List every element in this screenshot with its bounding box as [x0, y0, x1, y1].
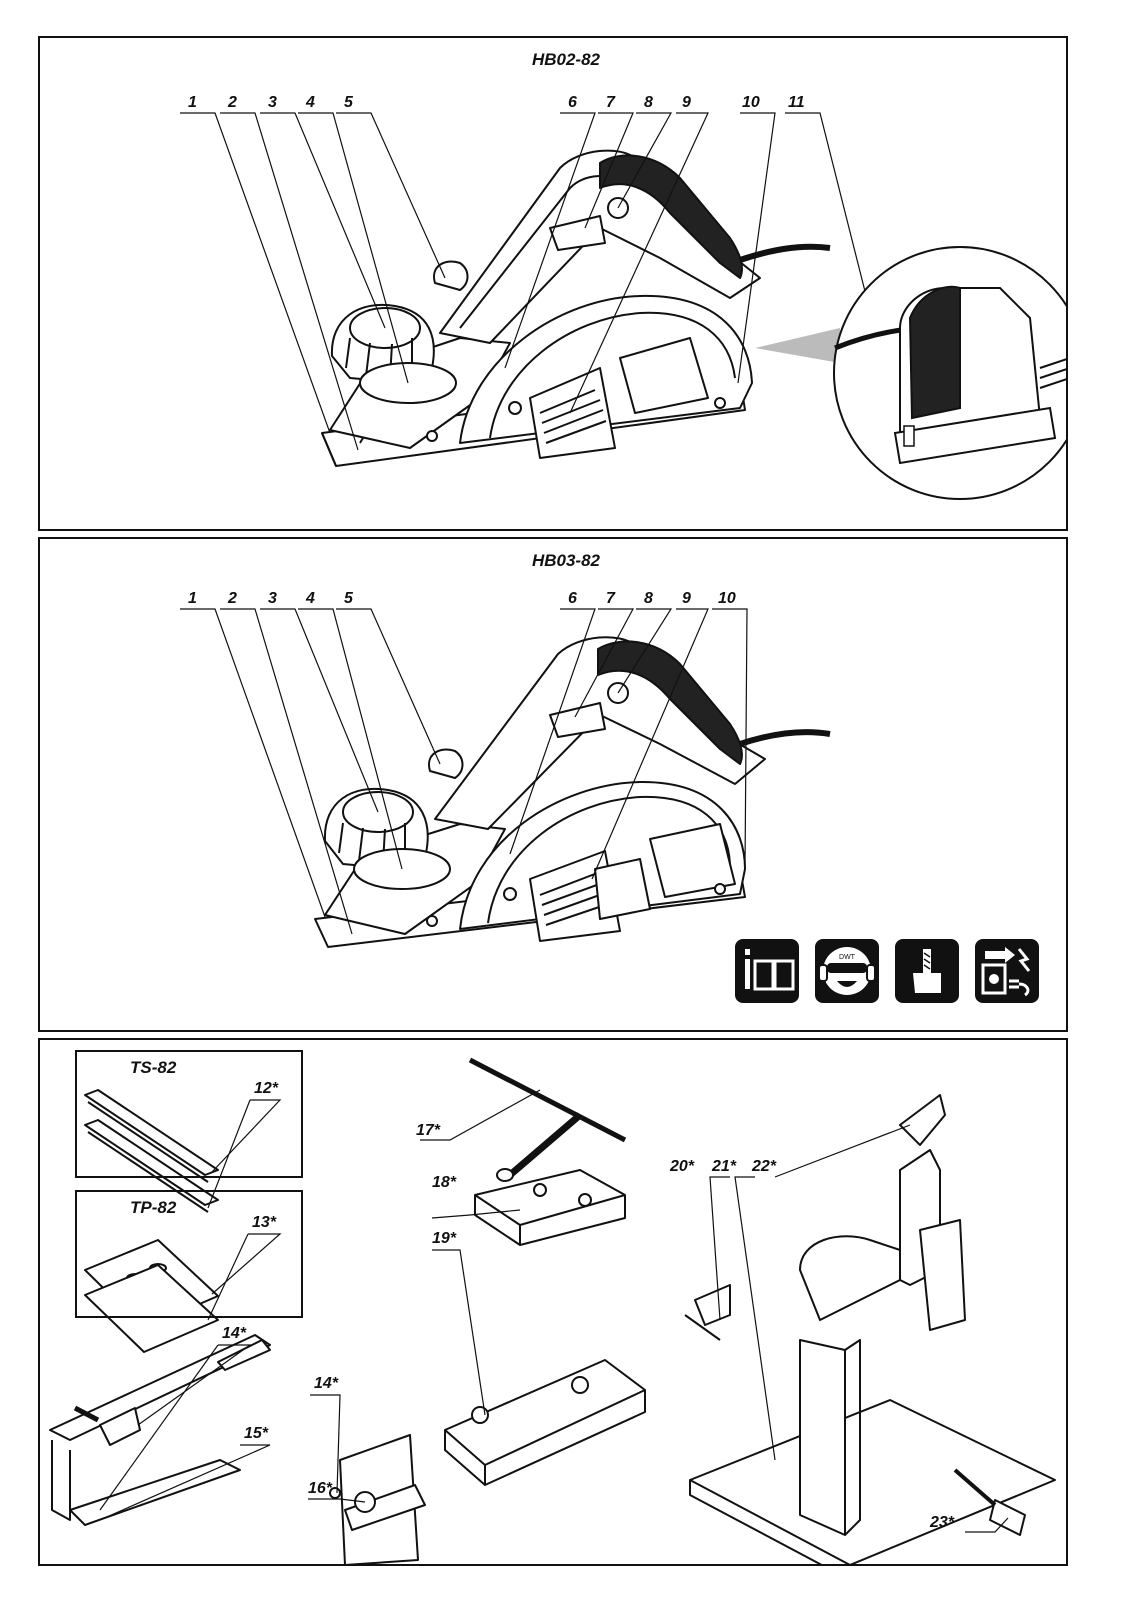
callout-1: 1: [188, 94, 197, 111]
panel-hb03-82: HB03-82 1 2 3 4 5 6 7 8 9 10 DWT: [38, 537, 1068, 1032]
callout-23: 23*: [930, 1514, 955, 1531]
callout-1: 1: [188, 590, 197, 607]
callout-2: 2: [228, 590, 237, 607]
accessories-drawing: [49, 1057, 1056, 1564]
box-tp-82: [75, 1190, 303, 1318]
callout-15: 15*: [244, 1425, 269, 1442]
callout-13: 13*: [252, 1214, 277, 1231]
callout-4: 4: [306, 94, 315, 111]
callout-5: 5: [344, 94, 353, 111]
planer-hb02-82-drawing: [180, 112, 1066, 500]
callout-7: 7: [606, 94, 615, 111]
callout-5: 5: [344, 590, 353, 607]
unplug-before-service-icon: [975, 939, 1039, 1003]
callout-19: 19*: [432, 1230, 457, 1247]
panel-accessories: TS-82 12* TP-82 13* 14* 14* 15* 16* 17* …: [38, 1038, 1068, 1566]
callout-6: 6: [568, 590, 577, 607]
box-tp-82-title: TP-82: [130, 1198, 177, 1217]
callout-18: 18*: [432, 1174, 457, 1191]
callout-14a: 14*: [222, 1325, 247, 1342]
callout-9: 9: [682, 590, 691, 607]
callout-22: 22*: [752, 1158, 777, 1175]
planer-hb03-82-drawing: [180, 608, 831, 948]
model-title-hb03-82: HB03-82: [531, 551, 601, 570]
box-ts-82: [75, 1050, 303, 1178]
callout-11: 11: [788, 94, 805, 111]
callout-2: 2: [228, 94, 237, 111]
manual-book-icon: [735, 939, 799, 1003]
callout-8: 8: [644, 590, 653, 607]
callout-7: 7: [606, 590, 615, 607]
panel-hb02-82: HB02-82 1 2 3 4 5 6 7 8 9 10 11: [38, 36, 1068, 531]
callout-17: 17*: [416, 1122, 441, 1139]
callout-12: 12*: [254, 1080, 279, 1097]
callout-16: 16*: [308, 1480, 333, 1497]
callout-10: 10: [718, 590, 736, 607]
box-ts-82-title: TS-82: [130, 1058, 177, 1077]
callout-10: 10: [742, 94, 760, 111]
model-title-hb02-82: HB02-82: [531, 50, 601, 69]
ear-eye-mask-protection-icon: DWT: [815, 939, 879, 1003]
callout-21: 21*: [712, 1158, 737, 1175]
callout-6: 6: [568, 94, 577, 111]
callout-3: 3: [268, 94, 277, 111]
callout-3: 3: [268, 590, 277, 607]
callout-8: 8: [644, 94, 653, 111]
callout-4: 4: [306, 590, 315, 607]
finger-blade-warning-icon: [895, 939, 959, 1003]
callout-9: 9: [682, 94, 691, 111]
callout-14b: 14*: [314, 1375, 339, 1392]
callout-20: 20*: [670, 1158, 695, 1175]
helmet-brand-text: DWT: [839, 954, 856, 961]
